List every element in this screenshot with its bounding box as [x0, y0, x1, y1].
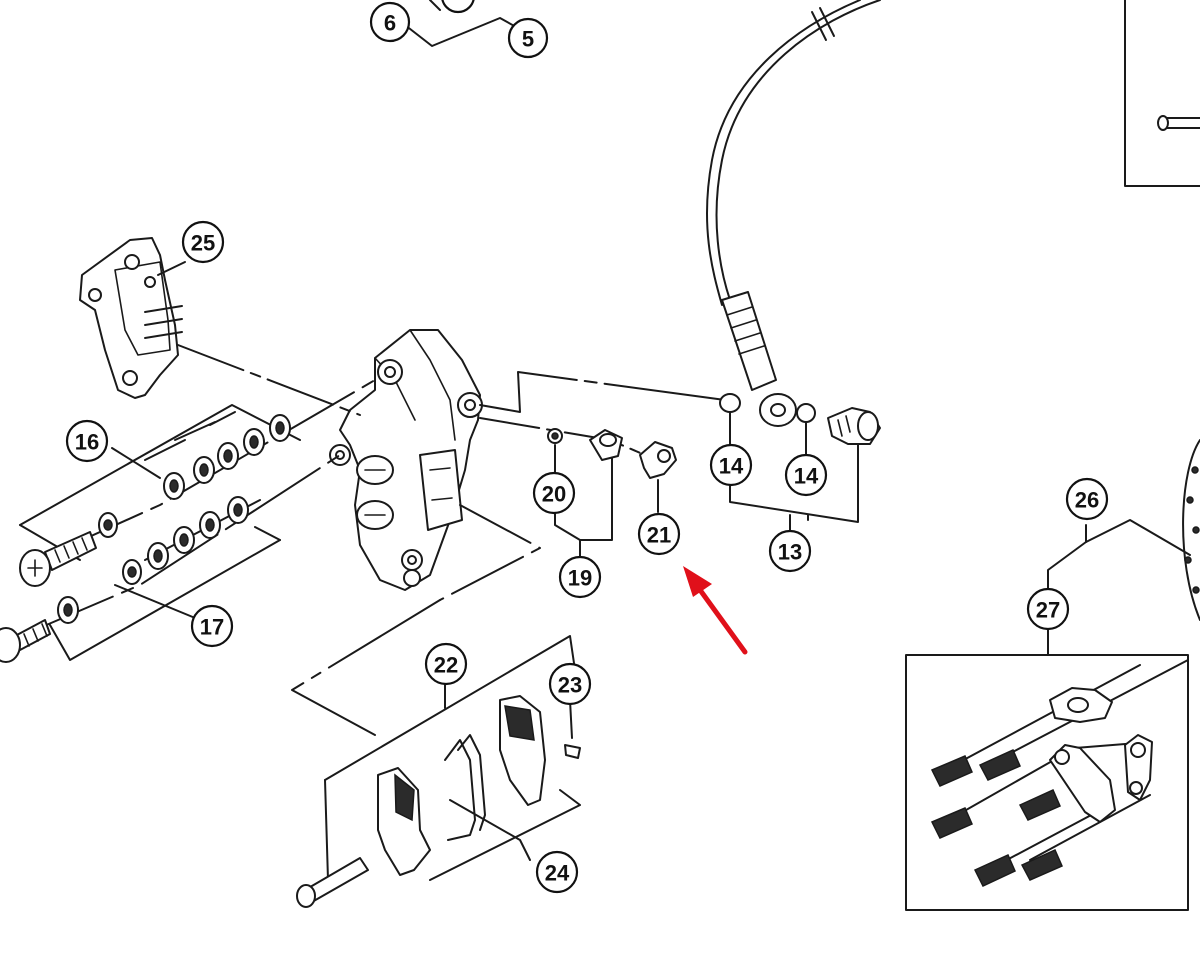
caliper-body [329, 329, 483, 591]
svg-text:13: 13 [778, 540, 802, 565]
svg-text:27: 27 [1036, 598, 1060, 623]
callout-13: 13 [768, 529, 812, 573]
callout-16: 16 [65, 419, 109, 463]
svg-text:24: 24 [545, 861, 570, 886]
callout-19: 19 [558, 555, 602, 599]
callout-27: 27 [1026, 587, 1070, 631]
washer-set [57, 414, 291, 624]
brake-pads [296, 695, 581, 908]
rotor-edge [1182, 439, 1200, 621]
svg-text:14: 14 [719, 454, 744, 479]
svg-text:19: 19 [568, 566, 592, 591]
svg-text:26: 26 [1075, 488, 1099, 513]
svg-text:20: 20 [542, 482, 566, 507]
leader-lines [19, 261, 1191, 881]
callout-17: 17 [190, 604, 234, 648]
highlight-arrow [683, 566, 748, 655]
svg-text:22: 22 [434, 653, 458, 678]
callout-26: 26 [1065, 477, 1109, 521]
bleed-nipple-parts [547, 428, 677, 479]
callout-23: 23 [548, 662, 592, 706]
top-right-inset-box [1124, 0, 1200, 187]
callout-5: 5 [507, 17, 549, 59]
svg-text:6: 6 [384, 11, 396, 36]
callout-20: 20 [532, 471, 576, 515]
callout-6: 6 [369, 1, 411, 43]
banjo-washers-and-bolt [719, 393, 881, 445]
svg-text:23: 23 [558, 673, 582, 698]
adapter-inset-box [905, 654, 1189, 911]
svg-text:17: 17 [200, 615, 224, 640]
svg-text:21: 21 [647, 523, 671, 548]
svg-text:16: 16 [75, 430, 99, 455]
mounting-bolts [0, 531, 97, 663]
svg-text:25: 25 [191, 231, 215, 256]
callout-14-left: 14 [709, 443, 753, 487]
callout-14-right: 14 [784, 453, 828, 497]
callout-21: 21 [637, 512, 681, 556]
callout-24: 24 [535, 850, 579, 894]
svg-text:14: 14 [794, 464, 819, 489]
top-callout-group [404, 0, 526, 47]
callout-25: 25 [181, 220, 225, 264]
svg-text:5: 5 [522, 27, 534, 52]
callout-22: 22 [424, 642, 468, 686]
adapter-plate [79, 237, 183, 399]
brake-hose [705, 0, 881, 427]
